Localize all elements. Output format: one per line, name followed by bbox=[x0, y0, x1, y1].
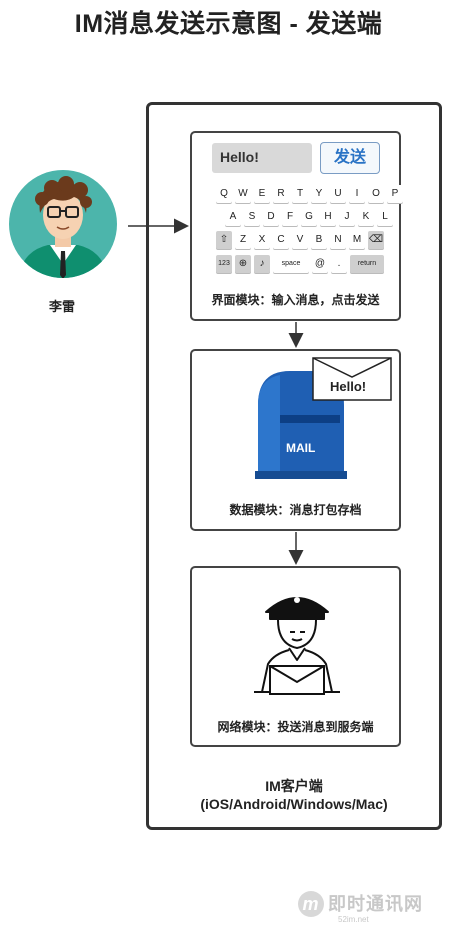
key-j[interactable]: J bbox=[339, 208, 355, 226]
key-r[interactable]: R bbox=[273, 185, 289, 203]
ui-module: Hello! 发送 Q W E R T Y U I O P A S D F G … bbox=[190, 131, 403, 321]
user-name: 李雷 bbox=[48, 299, 75, 314]
data-module: MAIL Hello! 数据模块：消息打包存档 bbox=[190, 349, 401, 531]
key-h[interactable]: H bbox=[320, 208, 336, 226]
watermark-sub: 52im.net bbox=[338, 915, 369, 924]
network-module: 网络模块：投送消息到服务端 bbox=[190, 566, 401, 747]
keyboard-row-4: 123 ⊕ ♪ space @ . return bbox=[216, 255, 384, 273]
microphone-icon[interactable]: ♪ bbox=[254, 255, 270, 273]
key-dot[interactable]: . bbox=[331, 255, 347, 273]
key-y[interactable]: Y bbox=[311, 185, 327, 203]
network-module-label: 网络模块：投送消息到服务端 bbox=[217, 720, 374, 734]
return-key[interactable]: return bbox=[350, 255, 384, 273]
space-key[interactable]: space bbox=[273, 255, 309, 273]
key-v[interactable]: V bbox=[292, 231, 308, 249]
postman-icon bbox=[254, 597, 340, 695]
user-avatar bbox=[8, 169, 118, 279]
shift-key[interactable]: ⇧ bbox=[216, 231, 232, 249]
key-e[interactable]: E bbox=[254, 185, 270, 203]
envelope-text: Hello! bbox=[330, 379, 367, 394]
key-k[interactable]: K bbox=[358, 208, 374, 226]
key-u[interactable]: U bbox=[330, 185, 346, 203]
client-label: IM客户端 bbox=[265, 778, 323, 794]
ui-module-label: 界面模块：输入消息，点击发送 bbox=[211, 293, 380, 307]
key-c[interactable]: C bbox=[273, 231, 289, 249]
key-q[interactable]: Q bbox=[216, 185, 232, 203]
key-m[interactable]: M bbox=[349, 231, 365, 249]
key-x[interactable]: X bbox=[254, 231, 270, 249]
keyboard-row-1: Q W E R T Y U I O P bbox=[216, 185, 403, 203]
key-at[interactable]: @ bbox=[312, 255, 328, 273]
message-input[interactable]: Hello! bbox=[212, 143, 312, 173]
diagram-title: IM消息发送示意图 - 发送端 bbox=[74, 10, 383, 38]
keyboard-row-3: ⇧ Z X C V B N M ⌫ bbox=[216, 231, 384, 249]
key-s[interactable]: S bbox=[244, 208, 260, 226]
backspace-key[interactable]: ⌫ bbox=[368, 231, 384, 249]
key-a[interactable]: A bbox=[225, 208, 241, 226]
keyboard-row-2: A S D F G H J K L bbox=[225, 208, 393, 226]
globe-icon[interactable]: ⊕ bbox=[235, 255, 251, 273]
key-b[interactable]: B bbox=[311, 231, 327, 249]
key-l[interactable]: L bbox=[377, 208, 393, 226]
client-platforms: (iOS/Android/Windows/Mac) bbox=[200, 796, 388, 812]
send-button[interactable]: 发送 bbox=[320, 142, 380, 174]
im-client-container bbox=[146, 102, 442, 830]
data-module-label: 数据模块：消息打包存档 bbox=[229, 503, 362, 517]
key-f[interactable]: F bbox=[282, 208, 298, 226]
key-o[interactable]: O bbox=[368, 185, 384, 203]
key-i[interactable]: I bbox=[349, 185, 365, 203]
key-123[interactable]: 123 bbox=[216, 255, 232, 273]
key-t[interactable]: T bbox=[292, 185, 308, 203]
key-z[interactable]: Z bbox=[235, 231, 251, 249]
key-w[interactable]: W bbox=[235, 185, 251, 203]
key-p[interactable]: P bbox=[387, 185, 403, 203]
envelope-icon bbox=[312, 357, 392, 401]
key-g[interactable]: G bbox=[301, 208, 317, 226]
key-n[interactable]: N bbox=[330, 231, 346, 249]
key-d[interactable]: D bbox=[263, 208, 279, 226]
mail-label: MAIL bbox=[286, 441, 316, 455]
watermark-text: 即时通讯网 bbox=[328, 894, 423, 914]
